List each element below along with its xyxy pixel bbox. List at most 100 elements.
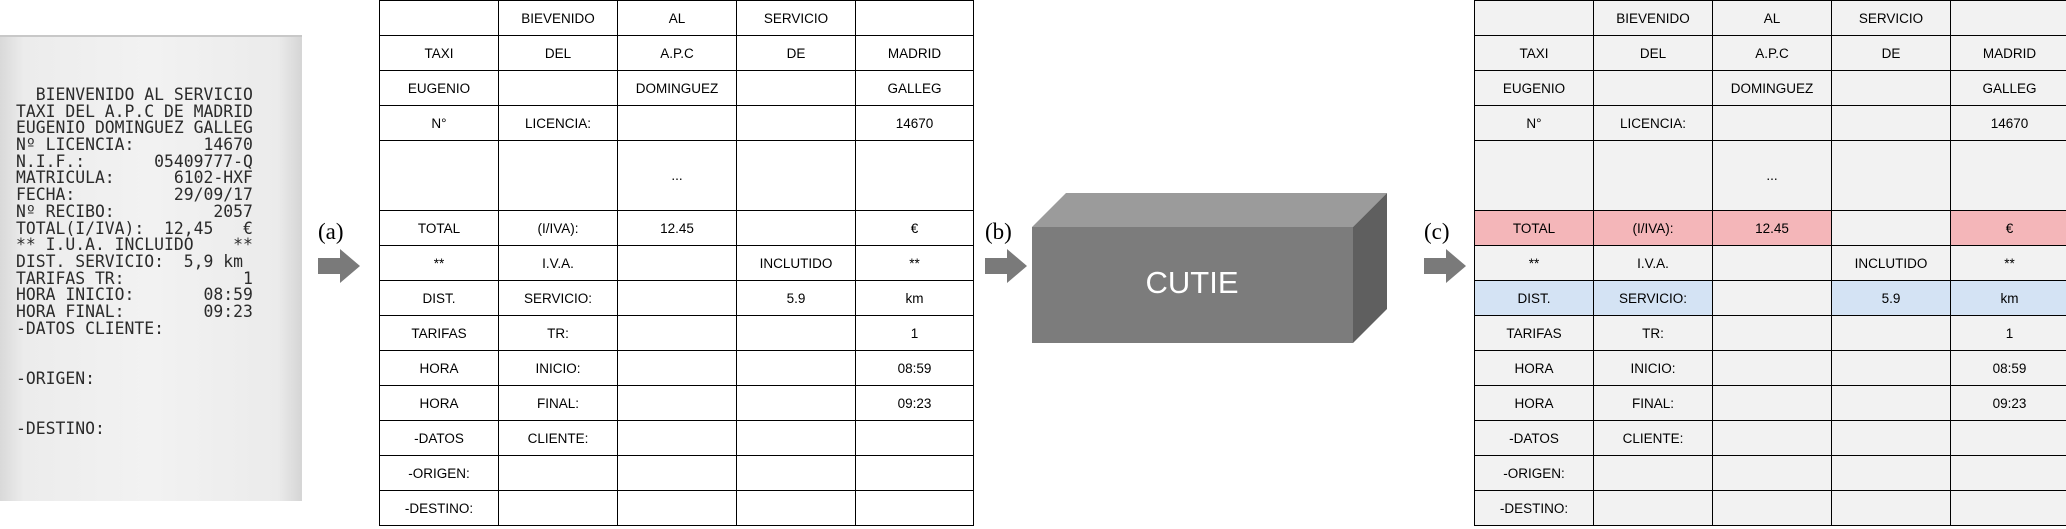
receipt-line: FECHA: 29/09/17 (16, 185, 253, 205)
table-cell (617, 455, 737, 491)
table-cell (617, 245, 737, 281)
table-cell: ** (379, 245, 499, 281)
table-cell: SERVICIO (736, 0, 856, 36)
table-cell: (I/IVA): (498, 210, 618, 246)
table-cell: N° (379, 105, 499, 141)
receipt-line: EUGENIO DOMINGUEZ GALLEG (16, 118, 253, 138)
table-cell: 12.45 (617, 210, 737, 246)
table-cell: INCLUTIDO (736, 245, 856, 281)
table-row: -DESTINO: (379, 490, 974, 526)
table-cell (1950, 455, 2066, 491)
arrow-b-icon (985, 249, 1027, 283)
table-cell: DOMINGUEZ (617, 70, 737, 106)
receipt-line: BIENVENIDO AL SERVICIO (16, 85, 253, 104)
table-cell: I.V.A. (1593, 245, 1713, 281)
table-cell (1831, 385, 1951, 421)
table-cell: (I/IVA): (1593, 210, 1713, 246)
receipt-line: ** I.U.A. INCLUIDO ** (16, 235, 253, 255)
table-cell (1831, 70, 1951, 106)
table-cell (617, 350, 737, 386)
table-row: **I.V.A.INCLUTIDO** (379, 245, 974, 281)
arrow-c-icon (1424, 249, 1466, 283)
table-cell: MADRID (855, 35, 974, 71)
table-cell: 14670 (1950, 105, 2066, 141)
receipt-line: -DATOS CLIENTE: (16, 318, 165, 338)
table-cell: BIEVENIDO (498, 0, 618, 36)
table-cell (498, 70, 618, 106)
table-cell: TR: (498, 315, 618, 351)
table-cell: € (1950, 210, 2066, 246)
table-cell: INCLUTIDO (1831, 245, 1951, 281)
table-cell: TOTAL (379, 210, 499, 246)
table-cell (1593, 70, 1713, 106)
table-cell (1831, 210, 1951, 246)
table-cell: TAXI (379, 35, 499, 71)
table-cell (617, 490, 737, 526)
table-row: ... (1474, 140, 2066, 211)
table-cell: 1 (1950, 315, 2066, 351)
table-cell: FINAL: (1593, 385, 1713, 421)
table-cell: € (855, 210, 974, 246)
table-cell (736, 140, 856, 211)
table-cell: N° (1474, 105, 1594, 141)
table-cell (379, 0, 499, 36)
table-cell: ** (1474, 245, 1594, 281)
table-row: N°LICENCIA:14670 (379, 105, 974, 141)
table-cell (1712, 105, 1832, 141)
table-cell: INICIO: (1593, 350, 1713, 386)
table-cell (617, 420, 737, 456)
step-b-label: (b) (985, 219, 1012, 244)
table-cell: TARIFAS (379, 315, 499, 351)
table-cell (1831, 420, 1951, 456)
table-cell (736, 210, 856, 246)
receipt-line: -DESTINO: (16, 418, 105, 438)
table-cell: SERVICIO (1831, 0, 1951, 36)
table-cell: HORA (1474, 350, 1594, 386)
table-row: ... (379, 140, 974, 211)
table-cell: -ORIGEN: (379, 455, 499, 491)
table-cell: TR: (1593, 315, 1713, 351)
table-cell: -DESTINO: (379, 490, 499, 526)
table-cell (1474, 140, 1594, 211)
table-cell: TOTAL (1474, 210, 1594, 246)
table-cell: -DATOS (379, 420, 499, 456)
cutie-model-box: CUTIE (1032, 193, 1387, 343)
table-cell (1950, 140, 2066, 211)
table-cell (1950, 420, 2066, 456)
table-cell (736, 70, 856, 106)
table-cell (736, 350, 856, 386)
receipt-line: DIST. SERVICIO: 5,9 km (16, 251, 243, 271)
table-cell (1831, 455, 1951, 491)
table-cell (1712, 490, 1832, 526)
table-cell: FINAL: (498, 385, 618, 421)
table-cell (736, 315, 856, 351)
cutie-label: CUTIE (1146, 265, 1239, 300)
table-cell: A.P.C (617, 35, 737, 71)
table-cell (1712, 350, 1832, 386)
table-cell (379, 140, 499, 211)
table-cell: 09:23 (855, 385, 974, 421)
table-cell: DIST. (379, 280, 499, 316)
table-row: -DESTINO: (1474, 490, 2066, 526)
table-row: **I.V.A.INCLUTIDO** (1474, 245, 2066, 281)
table-row: -ORIGEN: (1474, 455, 2066, 491)
table-cell: 1 (855, 315, 974, 351)
table-cell (1950, 0, 2066, 36)
table-cell: 5.9 (736, 280, 856, 316)
receipt-line: TOTAL(I/IVA): 12,45 € (16, 218, 253, 238)
table-row: -ORIGEN: (379, 455, 974, 491)
table-cell (855, 490, 974, 526)
table-cell (736, 105, 856, 141)
table-cell: -DATOS (1474, 420, 1594, 456)
table-cell: LICENCIA: (498, 105, 618, 141)
table-cell (1593, 490, 1713, 526)
